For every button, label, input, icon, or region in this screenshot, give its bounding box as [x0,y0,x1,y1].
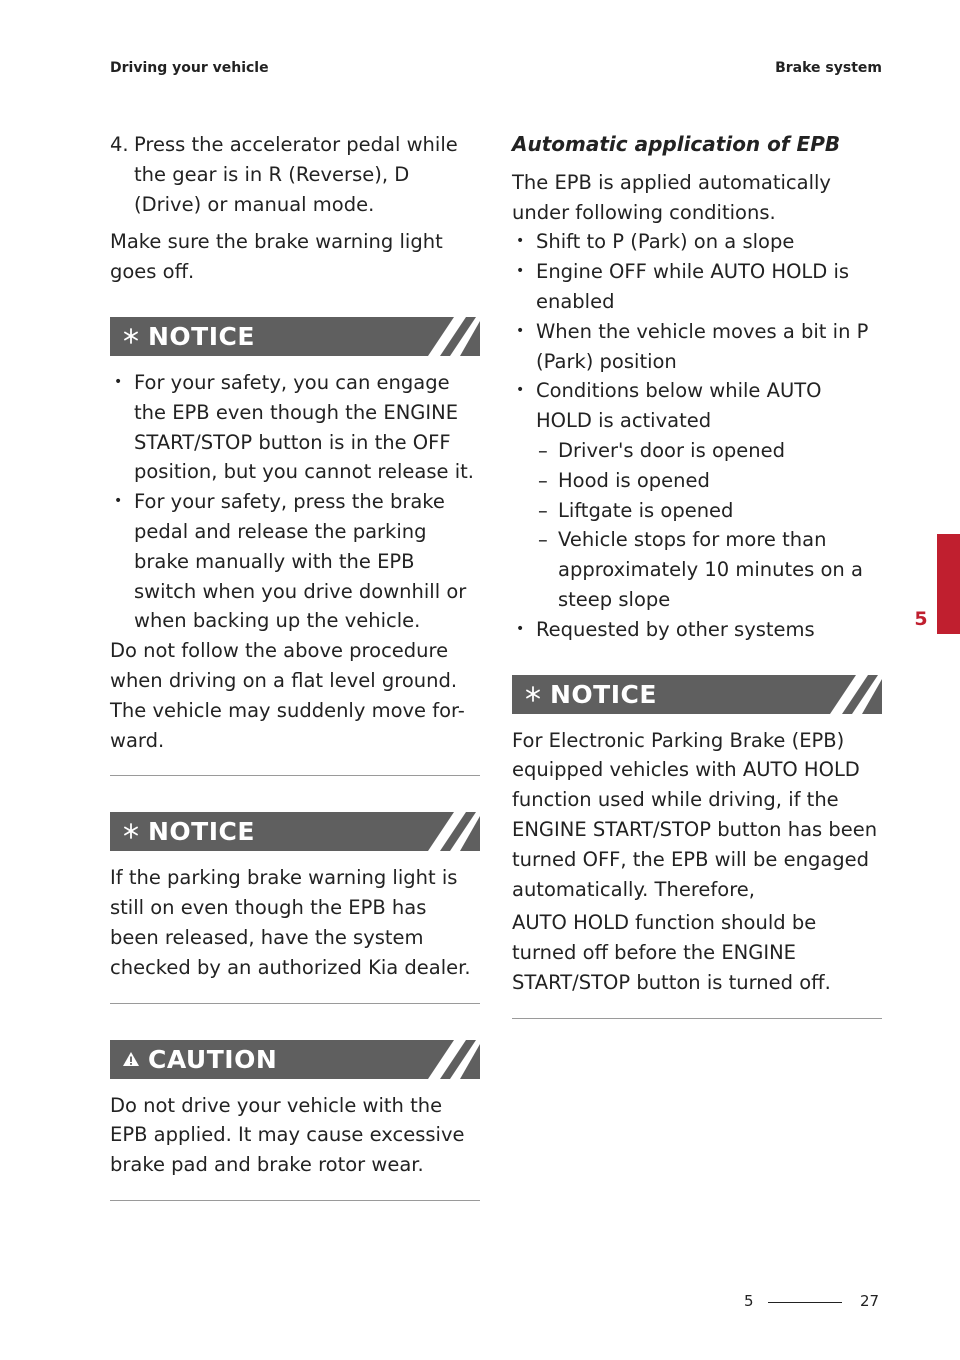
notice-banner: NOTICE [110,316,480,356]
chapter-tab-number: 5 [914,608,928,630]
notice-text-continued: AUTO HOLD function should be turned off … [512,911,831,994]
section-divider [512,1017,882,1019]
list-item: Engine OFF while AUTO HOLD is enabled [512,257,882,317]
intro-paragraph: The EPB is applied automatically under f… [512,170,831,224]
notice-banner: NOTICE [110,812,480,852]
notice-title: NOTICE [148,321,255,351]
notice-text: If the parking brake warning light is st… [110,866,471,979]
sub-list-item: Hood is opened [536,466,882,496]
list-item: Shift to P (Park) on a slope [512,227,882,257]
stripes-decoration [428,316,480,356]
footer-divider [768,1302,842,1303]
step-number: 4. [110,133,129,156]
step-text: Press the accelerator pedal while the ge… [134,133,458,216]
asterisk-icon [124,823,138,840]
step-4: 4. Press the accelerator pedal while the… [110,130,480,219]
conditions-list: Shift to P (Park) on a slope Engine OFF … [512,227,882,644]
asterisk-icon [124,328,138,344]
stripes-decoration [428,812,480,852]
notice-title: NOTICE [148,817,255,847]
warning-light-paragraph: Make sure the brake warning light goes o… [110,230,443,284]
section-divider [110,775,480,777]
list-item: Requested by other systems [512,615,882,645]
list-item: For your safety, you can engage the EPB … [110,368,480,487]
running-header-section: Brake system [775,60,882,76]
notice-text: For Electronic Parking Brake (EPB) equip… [512,728,878,901]
asterisk-icon [526,685,540,702]
right-column: Automatic application of EPB The EPB is … [512,130,882,1019]
notice-banner: NOTICE [512,674,882,714]
caution-text: Do not drive your vehicle with the EPB a… [110,1093,465,1177]
stripes-decoration [428,1039,480,1079]
sub-conditions-list: Driver's door is opened Hood is opened L… [536,436,882,615]
notice-title: NOTICE [550,679,657,709]
list-item: For your safety, press the brake pedal a… [110,487,480,636]
section-heading: Automatic application of EPB [512,132,841,156]
page-number: 27 [860,1292,880,1310]
footer-section-number: 5 [744,1292,754,1310]
left-column: 4. Press the accelerator pedal while the… [110,130,480,1201]
warning-triangle-icon [123,1051,139,1066]
running-header-chapter: Driving your vehicle [110,60,269,76]
caution-title: CAUTION [148,1044,278,1074]
sub-list-item: Driver's door is opened [536,436,882,466]
list-item: Conditions below while AUTO HOLD is acti… [512,376,882,614]
sub-list-item: Vehicle stops for more than approximatel… [536,525,882,614]
caution-banner: CAUTION [110,1039,480,1079]
section-divider [110,1002,480,1004]
section-divider [110,1199,480,1201]
notice-bullet-list: For your safety, you can engage the EPB … [110,368,480,636]
notice-followup-text: Do not follow the above procedure when d… [110,639,465,752]
stripes-decoration [830,674,882,714]
sub-list-item: Liftgate is opened [536,496,882,526]
chapter-tab [937,534,960,634]
list-item: When the vehicle moves a bit in P (Park)… [512,317,882,377]
list-item-text: Conditions below while AUTO HOLD is acti… [536,379,822,433]
